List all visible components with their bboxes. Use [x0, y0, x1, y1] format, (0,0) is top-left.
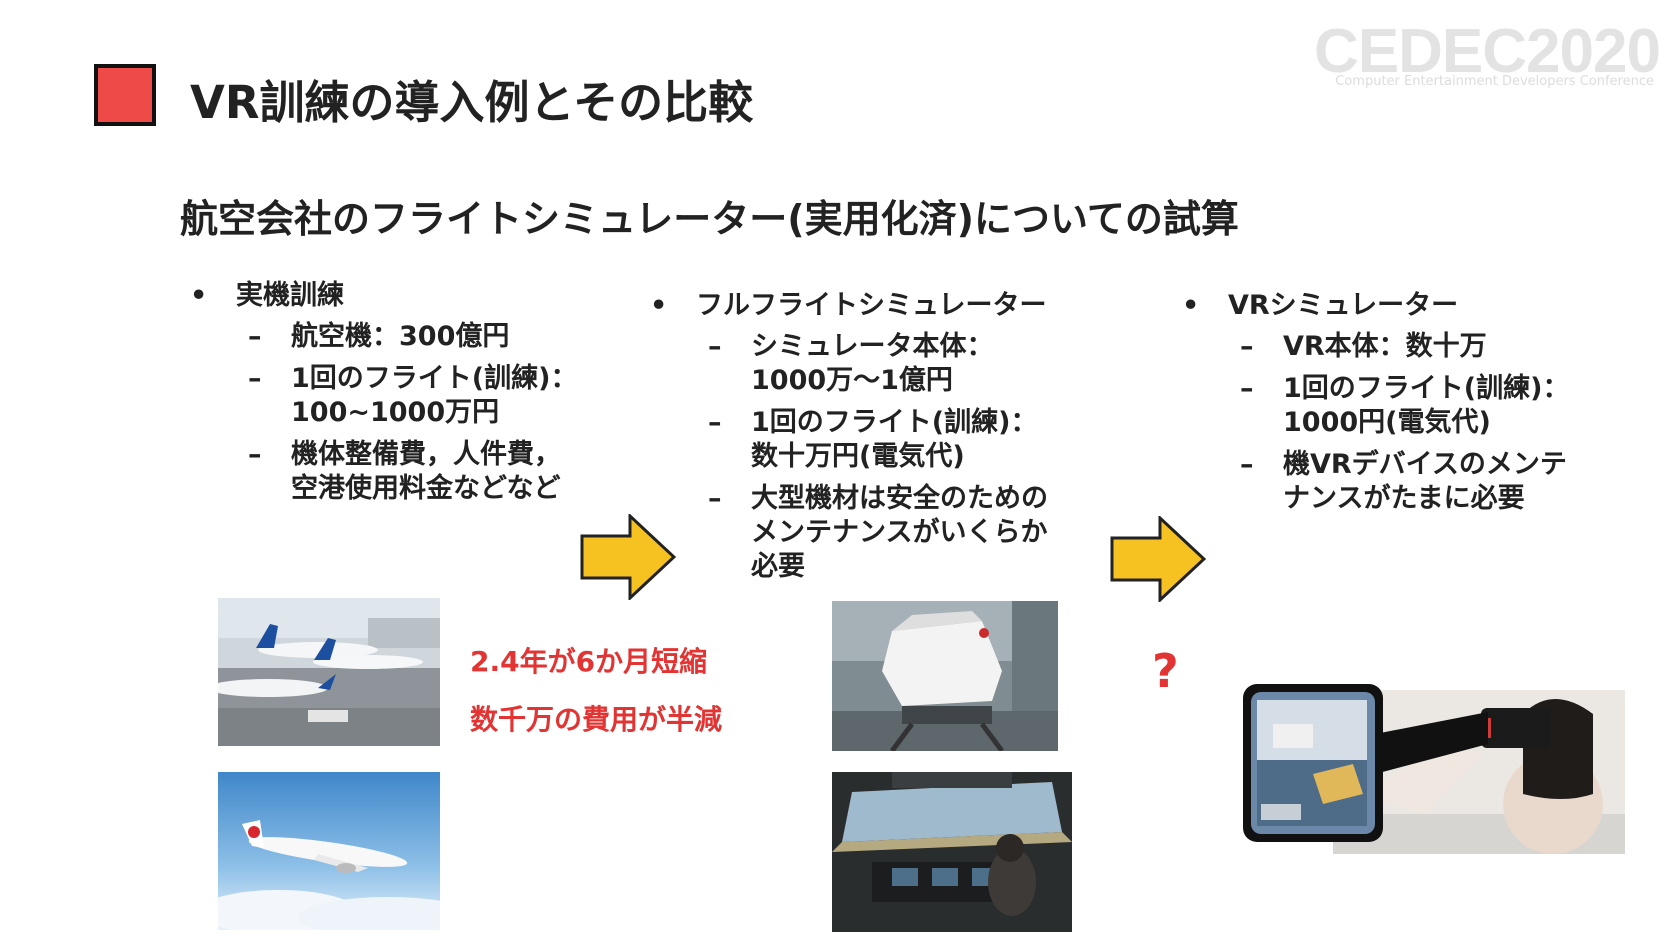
list-item: –航空機：300億円: [248, 321, 510, 352]
cedec-logo: CEDEC2020: [1314, 17, 1661, 86]
result-notes: 2.4年が6か月短縮 数千万の費用が半減: [470, 633, 722, 749]
list-item: –大型機材は安全のためのメンテナンスがいくらか必要: [708, 483, 1048, 582]
right-arrow-icon: [580, 514, 676, 600]
right-arrow-icon: [1110, 516, 1206, 602]
cost-reduction-note: 数千万の費用が半減: [470, 703, 723, 736]
title-marker: [94, 64, 156, 126]
ana-airplanes-photo: [218, 598, 440, 746]
column-heading: 実機訓練: [188, 278, 648, 314]
item-list: –シミュレータ本体：1000万～1億円 –1回のフライト(訓練)：数十万円(電気…: [648, 330, 1098, 584]
item-list: –VR本体：数十万 –1回のフライト(訓練)：1000円(電気代) –機VRデバ…: [1180, 330, 1620, 516]
vr-user-photo: [1243, 684, 1625, 854]
list-item: –1回のフライト(訓練)：1000円(電気代): [1240, 373, 1570, 438]
cedec-logo-subtext: Computer Entertainment Developers Confer…: [1335, 74, 1654, 89]
column-real-aircraft: 実機訓練 –航空機：300億円 –1回のフライト(訓練)：100~1000万円 …: [188, 278, 648, 514]
jal-airplane-photo: [218, 772, 440, 930]
time-reduction-note: 2.4年が6か月短縮: [470, 645, 708, 678]
list-item: –機体整備費，人件費，空港使用料金などなど: [248, 439, 561, 504]
list-item: –シミュレータ本体：1000万～1億円: [708, 331, 994, 396]
column-full-flight-simulator: フルフライトシミュレーター –シミュレータ本体：1000万～1億円 –1回のフラ…: [648, 288, 1098, 592]
list-item: –VR本体：数十万: [1240, 331, 1487, 362]
full-flight-simulator-photo: [832, 601, 1058, 751]
cockpit-simulator-photo: [832, 772, 1072, 932]
column-heading: フルフライトシミュレーター: [648, 288, 1098, 324]
list-item: –1回のフライト(訓練)：100~1000万円: [248, 363, 578, 428]
item-list: –航空機：300億円 –1回のフライト(訓練)：100~1000万円 –機体整備…: [188, 320, 648, 506]
list-item: –機VRデバイスのメンテナンスがたまに必要: [1240, 449, 1567, 514]
list-item: –1回のフライト(訓練)：数十万円(電気代): [708, 407, 1038, 472]
question-mark: ?: [1152, 644, 1179, 698]
column-heading: VRシミュレーター: [1180, 288, 1620, 324]
slide-title: VR訓練の導入例とその比較: [190, 76, 754, 129]
column-vr-simulator: VRシミュレーター –VR本体：数十万 –1回のフライト(訓練)：1000円(電…: [1180, 288, 1620, 524]
slide-subtitle: 航空会社のフライトシミュレーター(実用化済)についての試算: [180, 197, 1239, 241]
